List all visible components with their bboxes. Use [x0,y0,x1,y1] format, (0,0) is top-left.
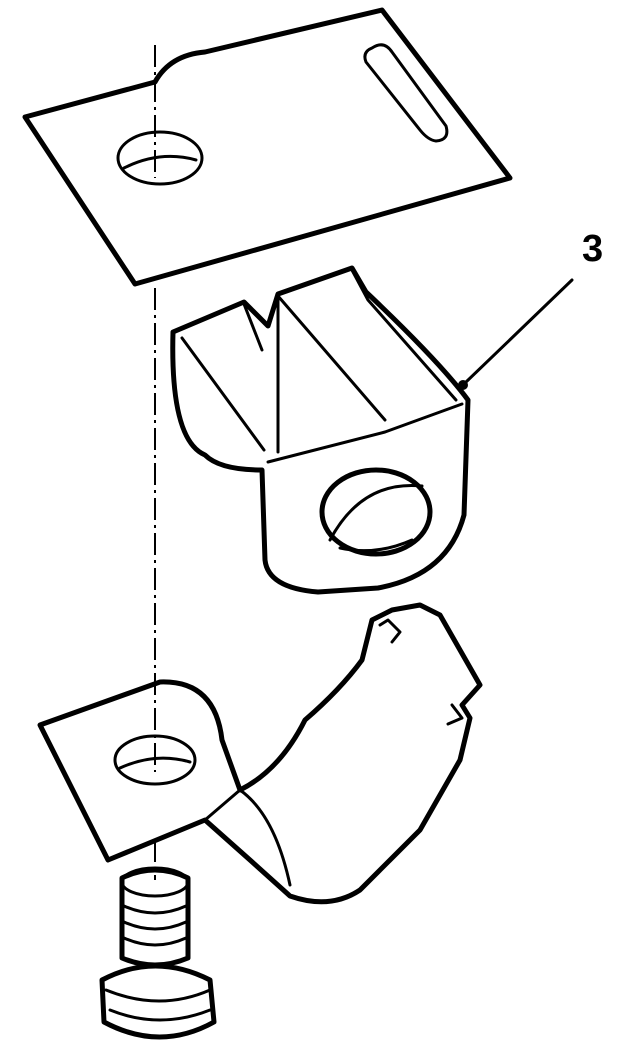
lower-clamp-bracket [37,602,483,905]
rubber-bushing [170,265,471,595]
callout-label-3: 3 [582,228,604,270]
callout-leader [458,278,574,390]
mounting-bolt [99,866,217,1040]
upper-mounting-plate [22,7,513,287]
